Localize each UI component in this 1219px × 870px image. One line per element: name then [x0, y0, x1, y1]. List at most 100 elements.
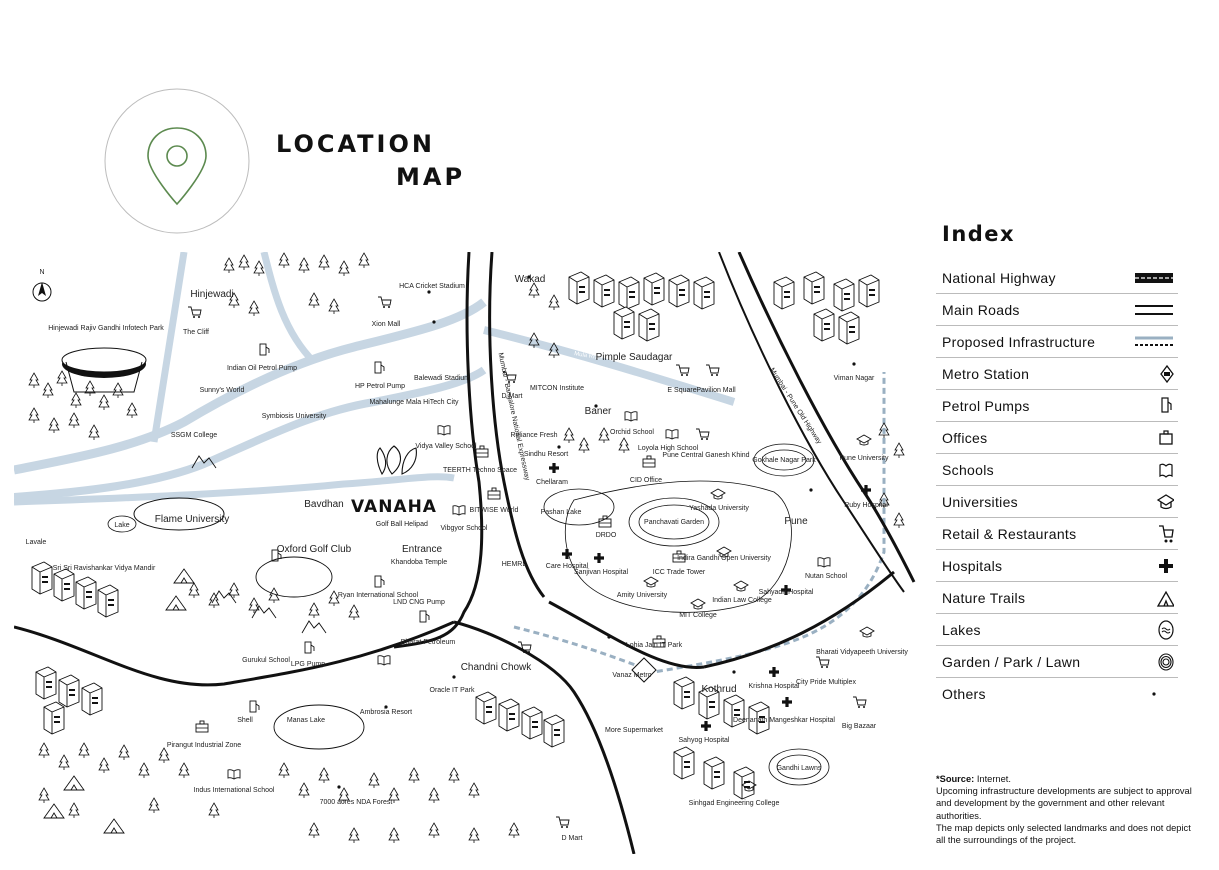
- label-amity: Amity University: [617, 592, 668, 599]
- label-vanaha: VANAHA: [351, 497, 437, 517]
- label-ambrosia: Ambrosia Resort: [360, 709, 412, 716]
- label-hp-pump: HP Petrol Pump: [355, 383, 405, 390]
- label-khandoba: Khandoba Temple: [391, 559, 447, 566]
- location-map: Mula River Mumbai - Bangalore National E…: [14, 252, 916, 854]
- label-nutan: Nutan School: [805, 573, 847, 580]
- label-ignou: Indira Gandhi Open University: [677, 555, 771, 562]
- main-roads-icon: [1135, 305, 1173, 315]
- label-entrance: Entrance: [402, 544, 442, 555]
- page-title-line-1: LOCATION: [276, 130, 435, 158]
- label-symbiosis: Symbiosis University: [262, 413, 327, 420]
- label-lpg-pump: LPG Pump: [291, 661, 325, 668]
- petrol-pump-icon: [1161, 397, 1172, 413]
- tent-icon: [1156, 590, 1174, 607]
- legend-label: Lakes: [942, 622, 981, 638]
- label-lavale: Lavale: [26, 539, 47, 546]
- vanaz-metro-icon: [631, 657, 657, 683]
- legend-row-metro: Metro Station: [936, 358, 1178, 390]
- label-helipad: Helipad: [404, 521, 428, 528]
- label-shell: Shell: [237, 717, 253, 724]
- label-ils: Indian Law College: [712, 597, 772, 604]
- label-manas: Manas Lake: [287, 717, 325, 724]
- label-ryan: Ryan International School: [338, 592, 419, 599]
- label-sunnys-world: Sunny's World: [200, 387, 245, 394]
- mula-river-label: Mula River: [574, 351, 603, 362]
- label-deenanath: Deenanath Mangeshkar Hospital: [733, 717, 835, 724]
- legend-label: Hospitals: [942, 558, 1003, 574]
- legend-row-hospitals: Hospitals: [936, 550, 1178, 582]
- label-yashada: Yashada University: [689, 505, 749, 512]
- metro-station-icon: [1160, 364, 1174, 384]
- note-line-2: The map depicts only selected landmarks …: [936, 822, 1191, 846]
- label-pavilion: Pavilion Mall: [696, 387, 736, 394]
- label-sanjivan: Sanjivan Hospital: [574, 569, 629, 576]
- map-icons: [43, 275, 875, 834]
- label-sinhgad: Sinhgad Engineering College: [689, 800, 780, 807]
- index-title: Index: [942, 222, 1016, 246]
- label-cid: CID Office: [630, 477, 662, 484]
- label-oracle: Oracle IT Park: [430, 687, 475, 694]
- label-golf-ball: Golf Ball: [376, 521, 403, 528]
- legend-label: Universities: [942, 494, 1018, 510]
- label-hinjewadi: Hinjewadi: [190, 289, 233, 300]
- label-mahalunge: Mahalunge Mala HiTech City: [369, 399, 459, 406]
- compass-icon: [32, 282, 52, 302]
- label-chellaram: Chellaram: [536, 479, 568, 486]
- label-indian-oil: Indian Oil Petrol Pump: [227, 365, 297, 372]
- label-bharat: Bharat Petroleum: [401, 639, 456, 646]
- label-teerth: TEERTH Techno Space: [443, 467, 517, 474]
- label-flame: Flame University: [155, 514, 229, 525]
- school-icon: [1159, 463, 1173, 478]
- label-bitwise: BITWISE World: [470, 507, 519, 514]
- office-icon: [1159, 430, 1173, 445]
- source-value: Internet.: [976, 774, 1011, 784]
- legend-label: Proposed Infrastructure: [942, 334, 1096, 350]
- legend-label: Retail & Restaurants: [942, 526, 1077, 542]
- legend-row-garden: Garden / Park / Lawn: [936, 646, 1178, 678]
- label-orchid: Orchid School: [610, 429, 654, 436]
- label-bavdhan: Bavdhan: [304, 499, 343, 510]
- page-title-line-2: MAP: [396, 163, 466, 191]
- note-line-1: Upcoming infrastructure developments are…: [936, 786, 1192, 821]
- label-nda: 7000 acres NDA Forest: [320, 799, 393, 806]
- compass-north-label: N: [39, 269, 44, 276]
- label-city-pride: City Pride Multiplex: [796, 679, 856, 686]
- label-krishna: Krishna Hospital: [749, 683, 800, 690]
- label-mitcon: MITCON Institute: [530, 385, 584, 392]
- label-pimple-saudagar: Pimple Saudagar: [596, 352, 673, 363]
- legend-label: Garden / Park / Lawn: [942, 654, 1081, 670]
- legend-row-national-highway: National Highway: [936, 262, 1178, 294]
- dot-icon: [1152, 692, 1156, 696]
- label-sahyog: Sahyog Hospital: [679, 737, 730, 744]
- label-gurukul: Gurukul School: [242, 657, 290, 664]
- label-hca-stadium: HCA Cricket Stadium: [399, 283, 465, 290]
- label-lnd-cng: LND CNG Pump: [393, 599, 445, 606]
- legend-label: Offices: [942, 430, 988, 446]
- label-rajiv-gandhi-park: Hinjewadi Rajiv Gandhi Infotech Park: [48, 325, 164, 332]
- map-labels: Hinjewadi Hinjewadi Rajiv Gandhi Infotec…: [26, 274, 909, 842]
- legend-label: Metro Station: [942, 366, 1030, 382]
- label-xion-mall: Xion Mall: [372, 321, 401, 328]
- lake-icon: [1158, 620, 1174, 640]
- national-highway-icon: [1135, 273, 1173, 283]
- label-indus: Indus International School: [194, 787, 275, 794]
- label-hemrl: HEMRL: [502, 561, 527, 568]
- label-gokhale: Gokhale Nagar Park: [752, 457, 816, 464]
- label-baner: Baner: [585, 406, 612, 417]
- label-pune-central: Pune Central Ganesh Khind: [662, 452, 749, 459]
- label-wakad: Wakad: [515, 274, 546, 285]
- legend-label: National Highway: [942, 270, 1056, 286]
- mula-river: Mula River: [14, 252, 736, 506]
- label-mit: MIT College: [679, 612, 717, 619]
- label-gandhi-lawns: Gandhi Lawns: [777, 765, 822, 772]
- label-sahyadri: Sahyadri Hospital: [759, 589, 814, 596]
- label-care: Care Hospital: [546, 563, 589, 570]
- label-panchavati: Panchavati Garden: [644, 519, 704, 526]
- legend-row-universities: Universities: [936, 486, 1178, 518]
- label-oxford: Oxford Golf Club: [277, 544, 352, 555]
- legend-row-main-roads: Main Roads: [936, 294, 1178, 326]
- road-network: Mumbai - Bangalore National Expressway M…: [14, 252, 916, 854]
- legend-label: Nature Trails: [942, 590, 1026, 606]
- proposed-metro-line: [513, 372, 886, 674]
- label-dmart-1: D Mart: [502, 393, 523, 400]
